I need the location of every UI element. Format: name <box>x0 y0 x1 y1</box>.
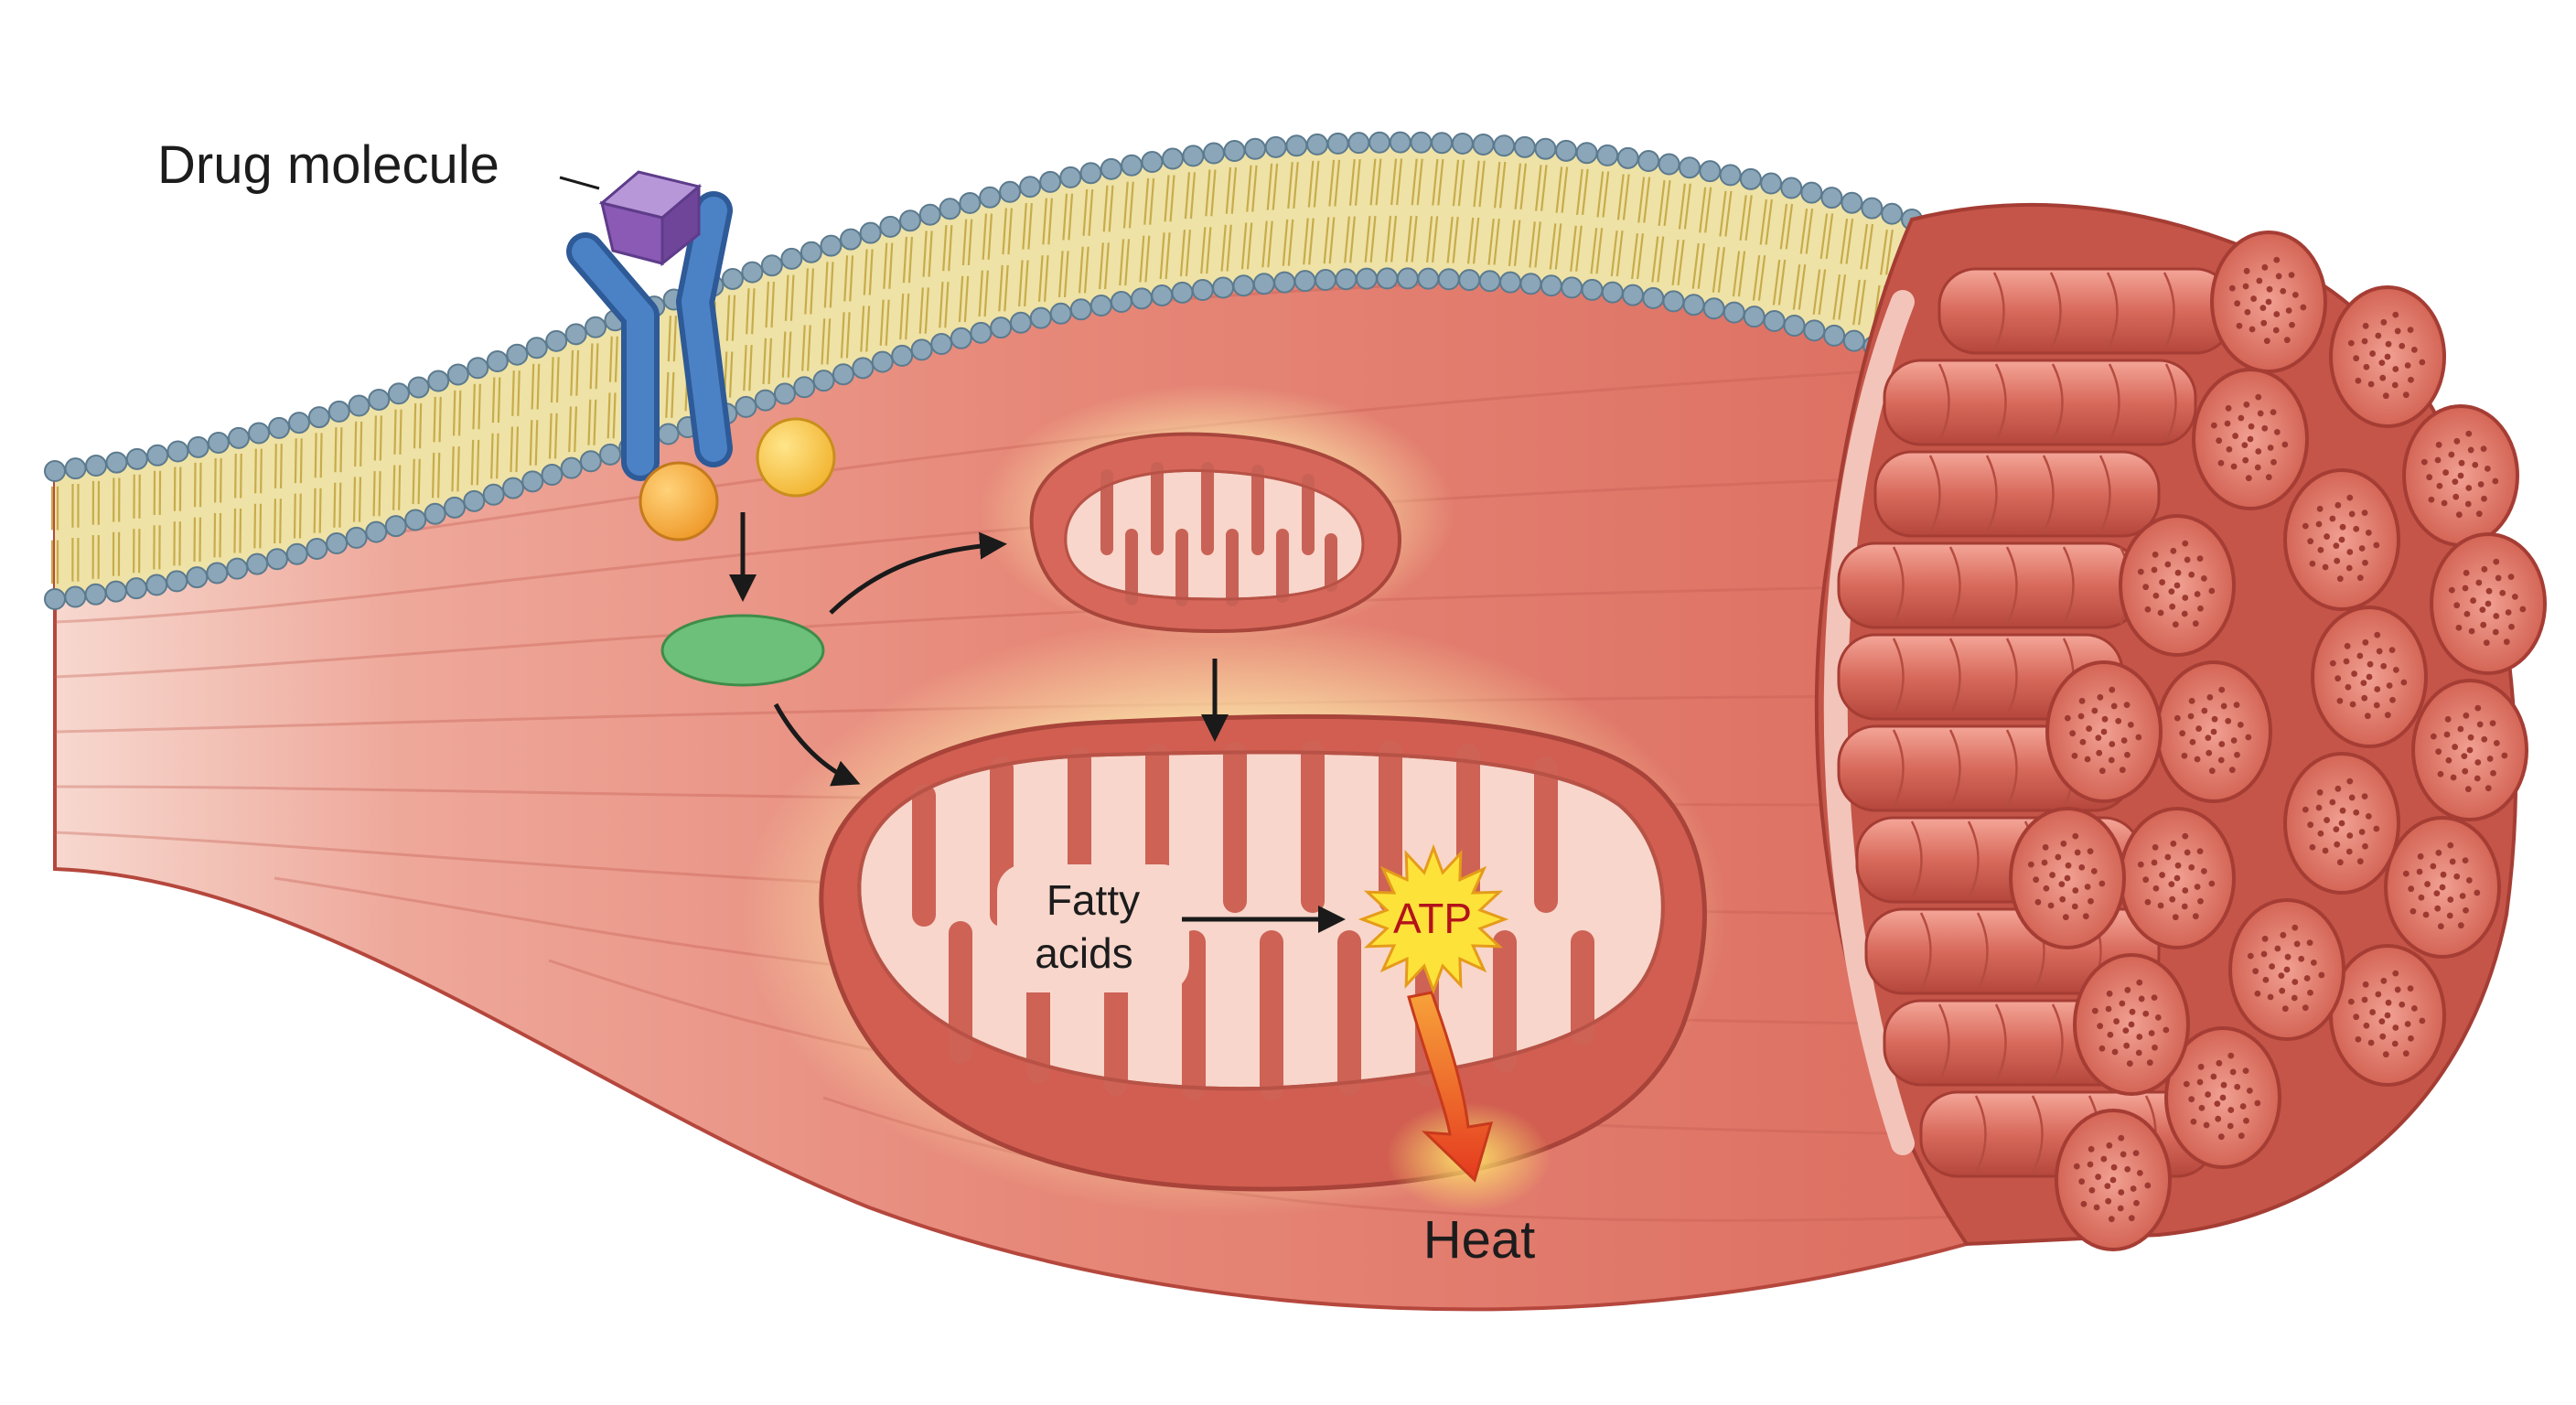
myofibril-cross-section <box>2119 514 2236 657</box>
myofibril-cross-section <box>2119 807 2236 949</box>
fatty-acids-label-line2: acids <box>1035 929 1132 977</box>
fatty-acid-area <box>997 864 1189 992</box>
myofibril <box>1837 542 2142 629</box>
myofibril <box>1937 267 2234 355</box>
g-protein-subunit-icon <box>756 417 836 498</box>
myofibril-cross-section <box>2045 660 2163 803</box>
drug-molecule-label: Drug molecule <box>157 135 499 195</box>
receptor-icon <box>566 191 733 481</box>
fatty-acids-label-line1: Fatty <box>1046 876 1140 924</box>
drug-molecule-icon <box>598 170 703 267</box>
myofibril-cross-section <box>2311 606 2428 748</box>
heat-label: Heat <box>1423 1210 1536 1270</box>
arrow-enzyme-to-big-mitochondrion <box>773 702 861 787</box>
myofibril-cross-section <box>2283 752 2400 895</box>
atp-burst-icon <box>1358 843 1509 995</box>
drug-leader-line <box>559 176 600 190</box>
myofibril-bundle <box>1814 202 2547 1251</box>
heat-arrow-icon <box>1407 991 1494 1183</box>
atp-label: ATP <box>1393 895 1472 942</box>
cell-membrane <box>44 131 1923 610</box>
myofibril-cross-section <box>2073 953 2190 1096</box>
myofibril <box>1873 450 2161 538</box>
myofibril-cross-section <box>2228 898 2345 1041</box>
myofibril-cross-section <box>2210 231 2327 373</box>
myofibril-cross-section <box>2411 679 2528 821</box>
myofibril-cross-section <box>2329 944 2446 1087</box>
enzyme-icon <box>660 614 825 687</box>
myofibril-cross-section <box>2009 807 2126 949</box>
myofibril-cross-section <box>2430 532 2547 675</box>
myofibril-cross-section <box>2192 368 2309 510</box>
lipid-heads-inner <box>44 267 1905 610</box>
g-protein-icon <box>639 461 719 542</box>
myofibril-cross-section <box>2402 404 2519 547</box>
myofibril-cross-section <box>2155 660 2272 803</box>
myofibril-cross-section <box>2283 468 2400 611</box>
pathway-arrows <box>729 512 1346 933</box>
myofibril-cross-section <box>2164 1026 2281 1169</box>
myofibrils <box>1837 231 2547 1251</box>
myofibril-cross-section <box>2384 816 2501 959</box>
myofibril-cross-section <box>2329 285 2446 428</box>
myofibril-cross-section <box>2055 1109 2172 1251</box>
sarcolemma-edge <box>1823 290 1915 1155</box>
arrow-enzyme-to-mitochondrion <box>829 531 1007 615</box>
mitochondrion-icon <box>819 713 1707 1192</box>
myofibril <box>1883 359 2197 446</box>
small-mitochondrion-icon <box>1029 432 1402 634</box>
